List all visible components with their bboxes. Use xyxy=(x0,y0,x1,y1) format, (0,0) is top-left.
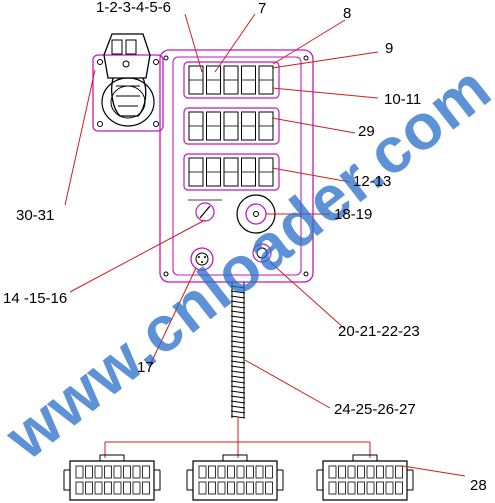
callout-18-19: 18-19 xyxy=(334,206,373,223)
joystick-assembly xyxy=(92,33,164,132)
callout-20-23: 20-21-22-23 xyxy=(338,323,420,340)
switch-row-frame xyxy=(183,61,280,99)
callout-24-27: 24-25-26-27 xyxy=(334,401,416,418)
callout-1-6: 1-2-3-4-5-6 xyxy=(96,0,172,16)
callout-17: 17 xyxy=(137,359,154,376)
indicator-lamp xyxy=(252,243,272,263)
joystick-mount-plate xyxy=(92,54,164,132)
connector-group xyxy=(63,454,414,501)
switch-row-frame xyxy=(183,153,280,191)
callout-29: 29 xyxy=(358,123,375,140)
control-panel-inner xyxy=(172,56,302,276)
connector-socket xyxy=(190,247,214,271)
switch-row-frame xyxy=(183,107,280,145)
wire-connector xyxy=(63,454,161,501)
callout-30-31: 30-31 xyxy=(16,207,55,224)
joystick-button xyxy=(125,39,137,55)
leader-lines xyxy=(64,13,466,477)
control-panel xyxy=(159,49,314,283)
callout-7: 7 xyxy=(258,0,267,17)
wire-connector xyxy=(316,454,414,501)
mode-selector-switch xyxy=(195,202,215,222)
callout-8: 8 xyxy=(343,5,352,22)
callout-28: 28 xyxy=(470,477,487,494)
callout-14-16: 14 -15-16 xyxy=(3,290,68,307)
wire-connector xyxy=(186,454,284,501)
callout-9: 9 xyxy=(385,40,394,57)
callout-12-13: 12-13 xyxy=(353,173,392,190)
callout-10-11: 10-11 xyxy=(384,91,422,108)
control-panel-frame xyxy=(159,49,314,283)
joystick-button xyxy=(111,39,123,55)
